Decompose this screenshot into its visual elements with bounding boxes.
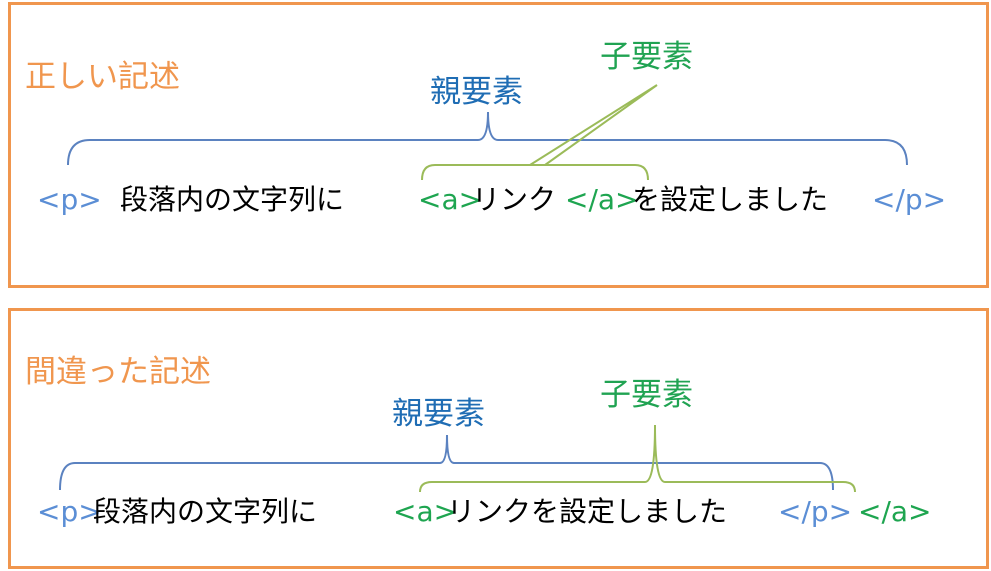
correct-title: 正しい記述 (25, 59, 180, 95)
a-open-tag: <a> (418, 183, 483, 216)
text-part1: 段落内の文字列に (120, 183, 345, 216)
text-part1-wrong: 段落内の文字列に (93, 495, 318, 528)
a-open-tag-wrong: <a> (393, 495, 458, 528)
parent-bracket-correct (67, 111, 908, 166)
parent-label-correct: 親要素 (430, 74, 523, 110)
a-close-tag: </a> (565, 183, 639, 216)
child-leader-correct (529, 84, 658, 166)
child-bracket-wrong (419, 424, 856, 493)
parent-label-wrong: 親要素 (392, 396, 485, 432)
a-close-tag-wrong: </a> (858, 495, 932, 528)
p-close-tag: </p> (872, 183, 947, 216)
link-text: リンク (472, 183, 557, 216)
wrong-title: 間違った記述 (25, 354, 211, 390)
p-open-tag-wrong: <p> (37, 495, 102, 528)
child-bracket-correct (421, 164, 649, 181)
text-part2-wrong: リンクを設定しました (447, 495, 728, 528)
child-label-correct: 子要素 (600, 39, 693, 75)
p-open-tag: <p> (37, 183, 102, 216)
child-label-wrong: 子要素 (600, 377, 693, 413)
correct-panel (8, 2, 989, 288)
p-close-tag-wrong: </p> (778, 495, 853, 528)
text-part2: を設定しました (632, 183, 829, 216)
parent-bracket-wrong (59, 434, 834, 491)
wrong-panel (8, 308, 989, 569)
